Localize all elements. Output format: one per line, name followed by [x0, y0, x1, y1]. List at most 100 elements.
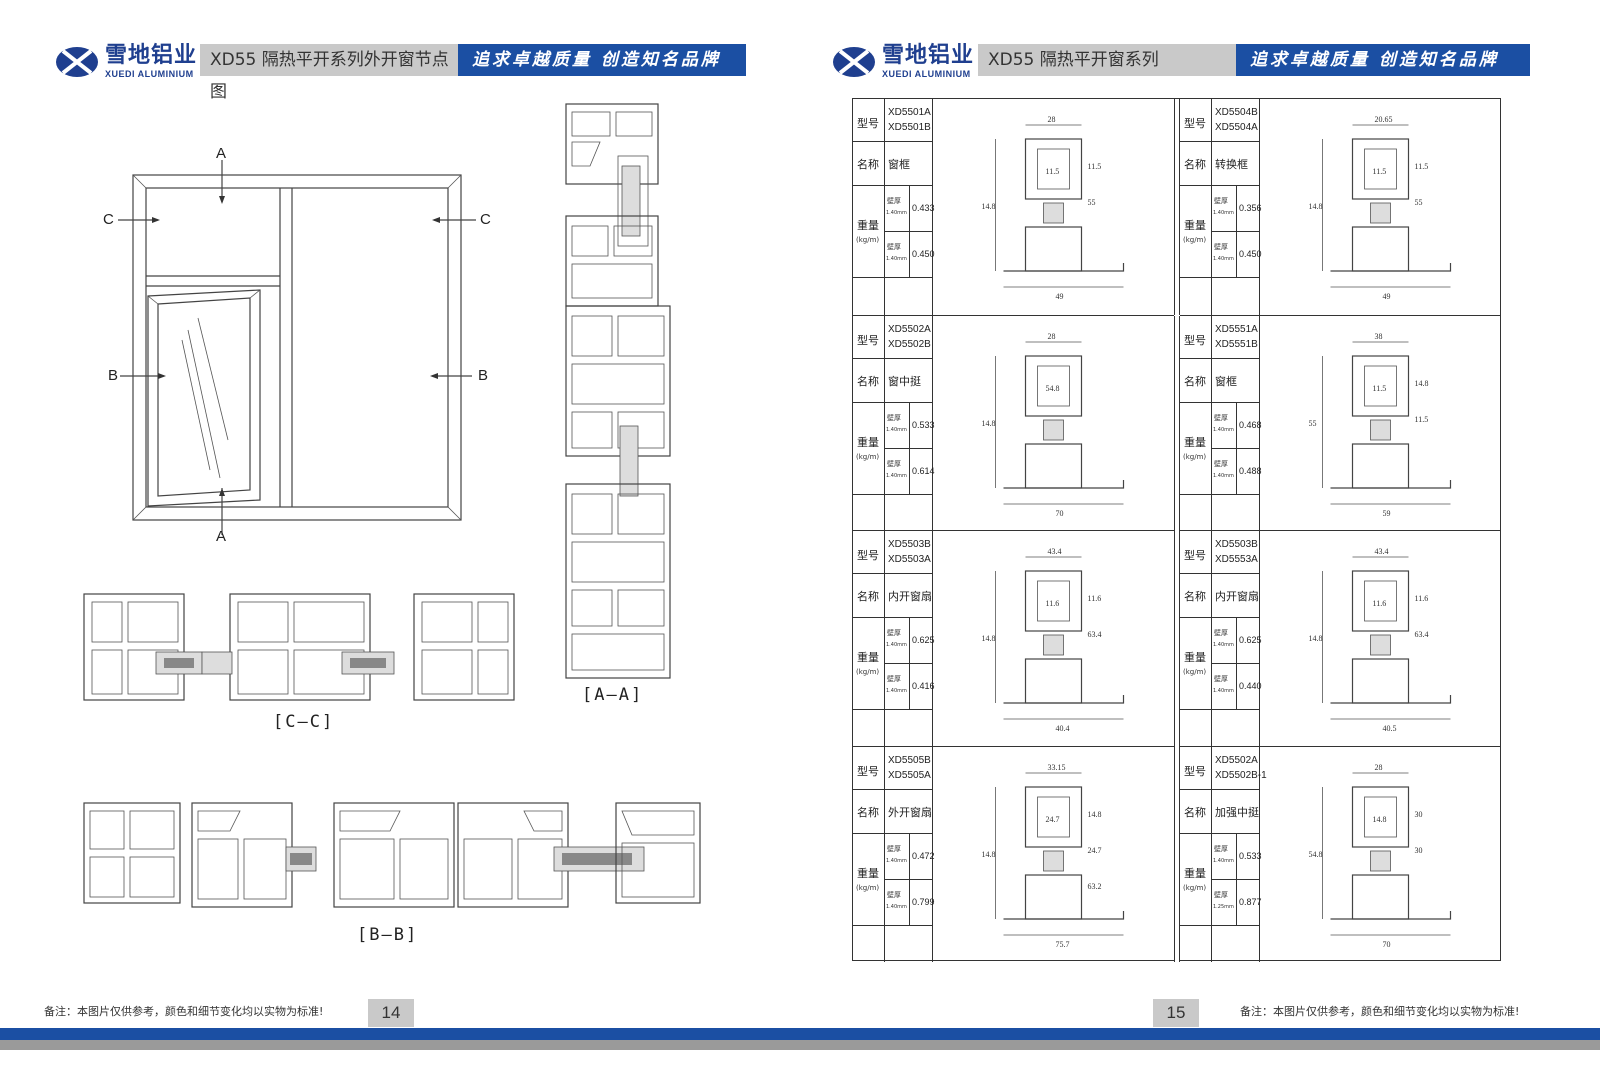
dim-label: 63.4	[1088, 630, 1102, 639]
row-divider	[1180, 357, 1260, 359]
name-label: 名称	[857, 374, 879, 388]
model-code: XD5502B-1	[1215, 769, 1267, 781]
weight-value: 0.468	[1239, 419, 1262, 430]
profile-flange	[1003, 695, 1125, 704]
brand-mark-icon	[833, 47, 875, 77]
profile-flange	[1003, 479, 1125, 489]
model-code: XD5553A	[1215, 554, 1258, 565]
row-divider	[1180, 573, 1260, 574]
panel-divider	[1174, 315, 1180, 531]
slogan-left: 追求卓越质量 创造知名品牌	[458, 44, 746, 76]
model-code: XD5501A	[888, 107, 931, 118]
model-code: XD5551A	[1215, 323, 1258, 335]
model-code: XD5505A	[888, 769, 931, 781]
row-divider	[853, 832, 933, 834]
wall-label: 壁厚	[887, 844, 901, 853]
dim-label: 24.7	[1088, 846, 1102, 855]
profile-cavity	[1037, 796, 1070, 837]
dim-label: 14.8	[1415, 379, 1429, 388]
dim-label: 14.8	[982, 419, 996, 428]
profile-cavity	[1364, 796, 1397, 837]
name-label: 名称	[1184, 805, 1206, 819]
value-column	[885, 531, 933, 747]
wall-label: 壁厚	[1214, 243, 1228, 251]
wall-label: 壁厚	[1214, 459, 1228, 468]
dim-label: 40.4	[1056, 724, 1070, 733]
profile-flange	[1003, 263, 1125, 272]
profile-cavity	[1364, 148, 1397, 190]
section-marker-c-left: C	[103, 211, 114, 228]
dim-label: 11.5	[1373, 167, 1387, 176]
profile-flange	[1003, 910, 1125, 920]
brand-mark-icon	[56, 47, 98, 77]
wall-label: 壁厚	[1214, 197, 1228, 205]
thermal-strip	[1043, 202, 1064, 224]
wall-label: 壁厚	[887, 629, 901, 637]
footer-band-grey	[0, 1040, 1600, 1050]
section-bb-label: [B—B]	[357, 925, 419, 945]
wall-thickness: 1.40mm	[886, 210, 907, 216]
name-label: 名称	[1184, 374, 1206, 388]
weight-unit: (kg/m)	[856, 452, 880, 461]
model-code: XD5502A	[1215, 754, 1258, 766]
value-column	[1212, 746, 1260, 962]
weight-unit: (kg/m)	[1183, 883, 1207, 892]
dim-label: 54.8	[1309, 850, 1323, 859]
brand-name-en: XUEDI ALUMINIUM	[882, 69, 971, 79]
dim-label: 14.8	[982, 634, 996, 643]
wall-label: 壁厚	[1214, 890, 1228, 899]
dim-label: 30	[1415, 846, 1423, 855]
weight-value: 0.533	[1239, 850, 1262, 861]
weight-divider	[1236, 617, 1237, 709]
model-label: 型号	[1184, 333, 1206, 347]
profile-chamber	[1351, 138, 1410, 200]
profile-flange	[1330, 479, 1452, 489]
label-column	[1180, 746, 1212, 962]
weight-value: 0.450	[1239, 249, 1262, 259]
dim-label: 55	[1309, 419, 1317, 428]
dim-label: 55	[1415, 198, 1423, 207]
profile-name: 内开窗扇	[888, 590, 932, 603]
dim-label: 24.7	[1046, 815, 1060, 824]
model-label: 型号	[857, 549, 879, 562]
label-column	[853, 99, 885, 315]
model-code: XD5505B	[888, 754, 931, 766]
weight-value: 0.433	[912, 203, 935, 213]
profile-chamber	[1024, 785, 1083, 848]
label-column	[853, 531, 885, 747]
dim-label: 11.6	[1373, 599, 1387, 608]
model-code: XD5502A	[888, 323, 931, 335]
weight-divider	[1236, 401, 1237, 494]
row-divider	[1180, 185, 1260, 186]
weight-unit: (kg/m)	[856, 236, 880, 244]
weight-value: 0.533	[912, 419, 935, 430]
profile-chamber	[1351, 354, 1410, 417]
section-marker-a-top: A	[216, 145, 227, 162]
dim-label: 28	[1048, 115, 1056, 124]
row-divider	[853, 141, 933, 142]
profile-name: 窗框	[1215, 374, 1237, 388]
row-divider	[853, 924, 933, 926]
weight-value: 0.625	[912, 635, 935, 645]
dim-label: 11.5	[1415, 162, 1429, 171]
thermal-strip	[1043, 419, 1064, 440]
wall-thickness: 1.40mm	[886, 426, 907, 433]
dim-label: 11.6	[1046, 599, 1060, 608]
thermal-strip	[1370, 419, 1391, 440]
model-code: XD5502B	[888, 338, 931, 350]
weight-label: 重量	[857, 219, 879, 232]
profile-chamber	[1024, 226, 1083, 272]
profile-chamber	[1024, 658, 1083, 704]
dim-label: 49	[1056, 292, 1064, 301]
row-divider	[1180, 924, 1260, 926]
row-divider	[853, 573, 933, 574]
row-divider	[853, 709, 933, 710]
window-elevation-drawing	[118, 160, 476, 535]
row-divider	[1180, 493, 1260, 495]
